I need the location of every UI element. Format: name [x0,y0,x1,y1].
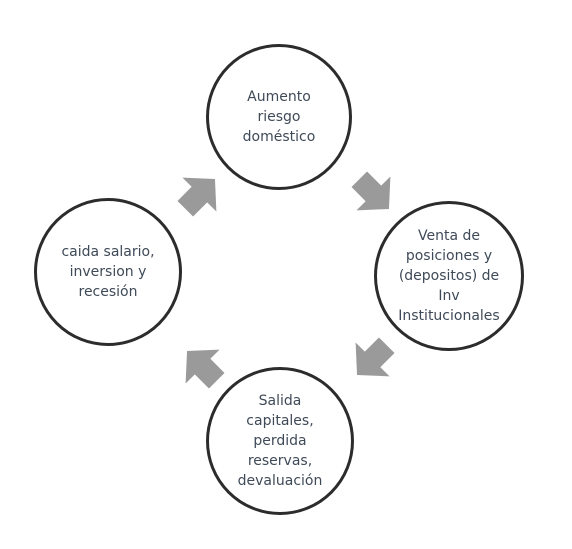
node-label: Venta de posiciones y (depositos) de Inv… [398,228,500,324]
arrow-right-to-bottom [355,337,395,377]
arrow-bottom-to-left [185,349,225,389]
node-label: Aumento riesgo doméstico [242,89,316,145]
node-label: Salida capitales, perdida reservas, deva… [237,393,323,489]
arrow-top-to-right [351,171,391,211]
node-aumento-riesgo: Aumento riesgo doméstico [206,44,352,190]
node-label: caida salario, inversion y recesión [61,244,155,300]
node-salida-capitales: Salida capitales, perdida reservas, deva… [206,367,354,515]
arrow-left-to-top [177,177,217,217]
node-caida-salario: caida salario, inversion y recesión [34,198,182,346]
node-venta-posiciones: Venta de posiciones y (depositos) de Inv… [374,201,524,351]
